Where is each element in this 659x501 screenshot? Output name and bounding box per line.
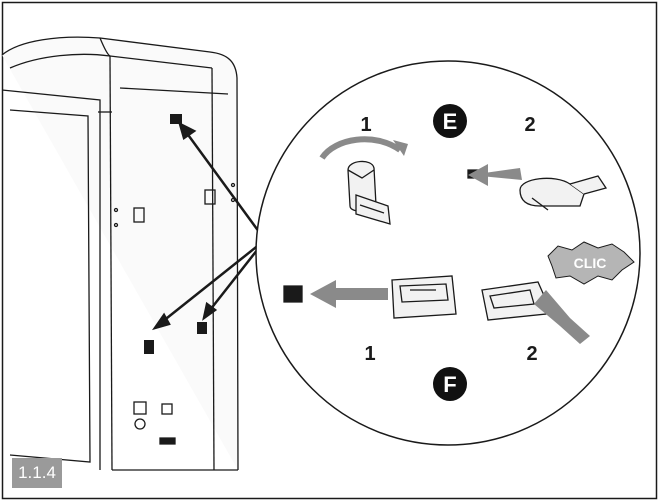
clic-burst [547, 241, 635, 285]
section-e-badge [433, 104, 467, 138]
section-f-badge [433, 367, 467, 401]
clip-f-step1-illustration [283, 275, 457, 319]
pointer-arrows [151, 121, 267, 331]
e-step2-number: 2 [524, 114, 535, 136]
clip-f-step2-illustration [481, 241, 635, 344]
clip-e-step1-illustration [319, 136, 408, 225]
appliance-back-view [1, 36, 239, 471]
section-f-letter: F [443, 372, 456, 397]
section-e-letter: E [443, 109, 458, 134]
clic-sound-label: CLIC [574, 255, 607, 271]
f-step1-number: 1 [364, 343, 375, 365]
f-step2-number: 2 [526, 343, 537, 365]
detail-zoom-circle [255, 60, 641, 446]
e-step1-number: 1 [360, 114, 371, 136]
figure-number-label: 1.1.4 [12, 458, 62, 488]
fixing-point-marks [144, 114, 207, 354]
clip-e-step2-illustration [467, 164, 608, 211]
